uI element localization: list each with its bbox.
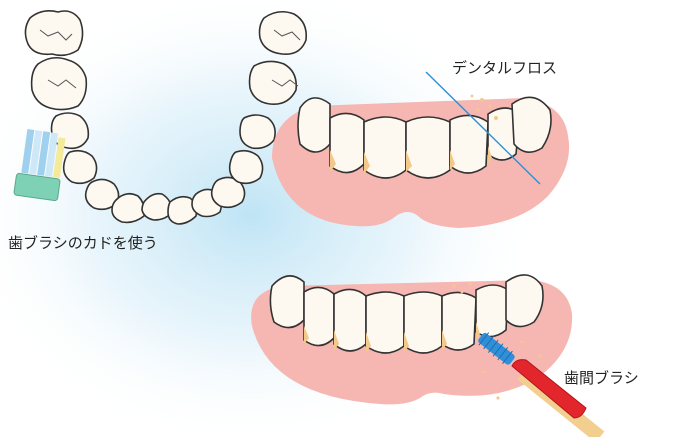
premolar bbox=[64, 151, 97, 184]
premolar bbox=[230, 151, 263, 184]
premolar bbox=[240, 115, 275, 148]
dental-floss-label: デンタルフロス bbox=[452, 57, 557, 78]
molar bbox=[52, 113, 89, 148]
molar bbox=[250, 61, 297, 104]
interdental-brush-label: 歯間ブラシ bbox=[564, 367, 639, 388]
molar bbox=[260, 12, 307, 54]
toothbrush-corner-label: 歯ブラシのカドを使う bbox=[8, 232, 158, 253]
molar bbox=[32, 58, 87, 110]
